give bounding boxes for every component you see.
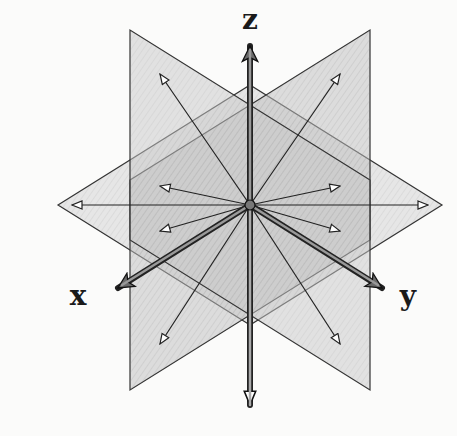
- axis-label: z: [242, 6, 258, 34]
- axis-label: y: [400, 282, 416, 310]
- axis-label: x: [70, 282, 87, 310]
